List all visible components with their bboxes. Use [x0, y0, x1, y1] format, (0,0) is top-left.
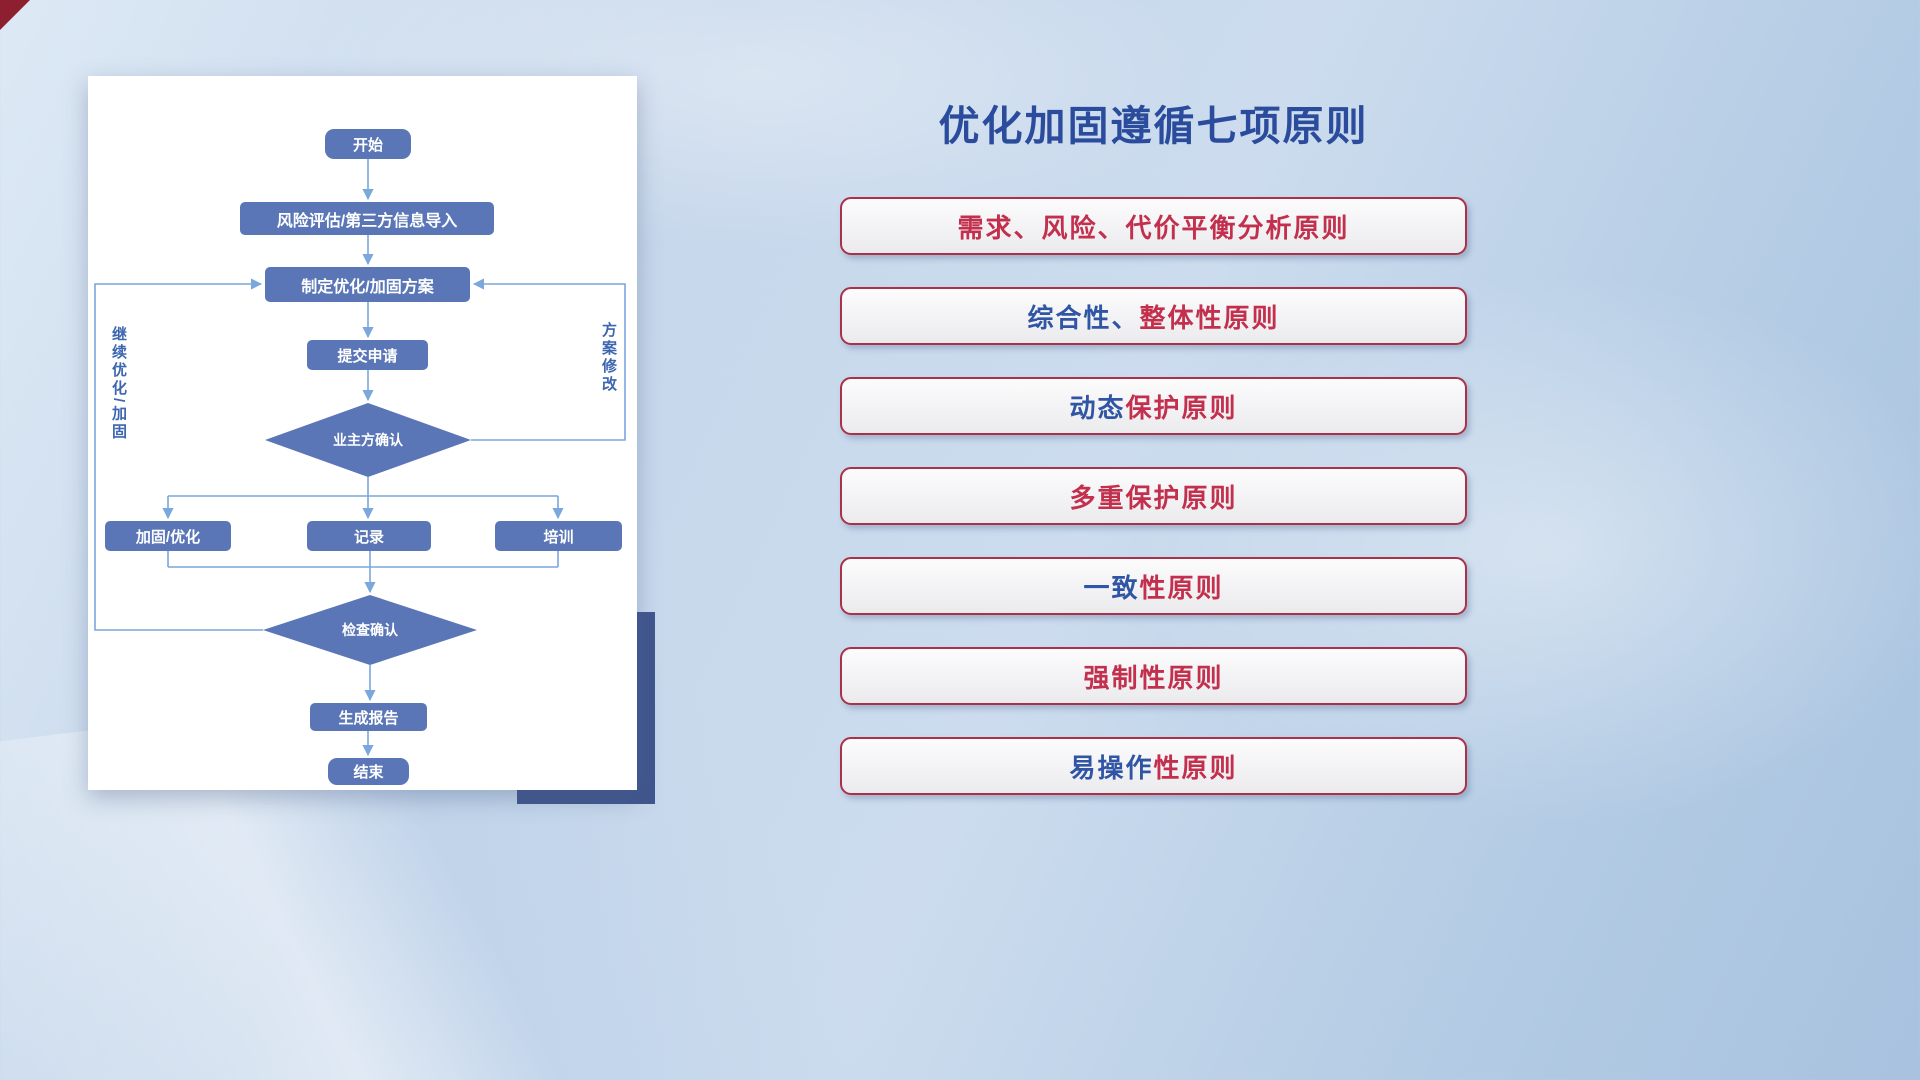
- flow-node-end: 结束: [328, 758, 409, 785]
- principle-text-segment: 强制性原则: [1083, 662, 1224, 693]
- principle-box: 动态保护原则: [840, 377, 1467, 435]
- principle-box: 易操作性原则: [840, 737, 1467, 795]
- principle-text-segment: 易操作: [1069, 752, 1154, 783]
- page-title: 优化加固遵循七项原则: [938, 103, 1369, 149]
- edge-label-continue-optimize: 继续优化/加固: [110, 326, 127, 442]
- principles-list: 需求、风险、代价平衡分析原则综合性、整体性原则动态保护原则多重保护原则一致性原则…: [840, 197, 1467, 795]
- edge-label-plan-modify: 方案修改: [600, 322, 617, 394]
- principle-text-segment: 保护原则: [1125, 392, 1238, 423]
- principle-box: 强制性原则: [840, 647, 1467, 705]
- flow-node-report: 生成报告: [310, 703, 427, 731]
- flow-node-start: 开始: [325, 129, 411, 159]
- principle-text-segment: 整体性原则: [1139, 302, 1280, 333]
- flowchart-card: 开始 风险评估/第三方信息导入 制定优化/加固方案 提交申请 业主方确认 加固/…: [88, 76, 637, 790]
- principle-text-segment: 性原则: [1153, 752, 1238, 783]
- principle-text-segment: 综合性、: [1027, 302, 1140, 333]
- principle-text-segment: 性原则: [1139, 572, 1224, 603]
- principle-box: 综合性、整体性原则: [840, 287, 1467, 345]
- principle-text-segment: 动态: [1069, 392, 1126, 423]
- principle-box: 一致性原则: [840, 557, 1467, 615]
- principle-text-segment: 一致: [1083, 572, 1140, 603]
- principle-text-segment: 多重保护原则: [1069, 482, 1238, 513]
- flowchart-connectors: [94, 159, 626, 757]
- flow-node-record: 记录: [307, 521, 431, 551]
- flow-node-risk-import: 风险评估/第三方信息导入: [240, 202, 494, 235]
- flow-node-submit: 提交申请: [307, 340, 428, 370]
- flow-node-make-plan: 制定优化/加固方案: [265, 267, 470, 302]
- corner-accent: [0, 0, 30, 30]
- principle-text-segment: 需求、风险、代价平衡分析原则: [957, 212, 1350, 243]
- principle-box: 需求、风险、代价平衡分析原则: [840, 197, 1467, 255]
- principle-box: 多重保护原则: [840, 467, 1467, 525]
- flow-node-harden-optimize: 加固/优化: [105, 521, 231, 551]
- flow-node-train: 培训: [495, 521, 622, 551]
